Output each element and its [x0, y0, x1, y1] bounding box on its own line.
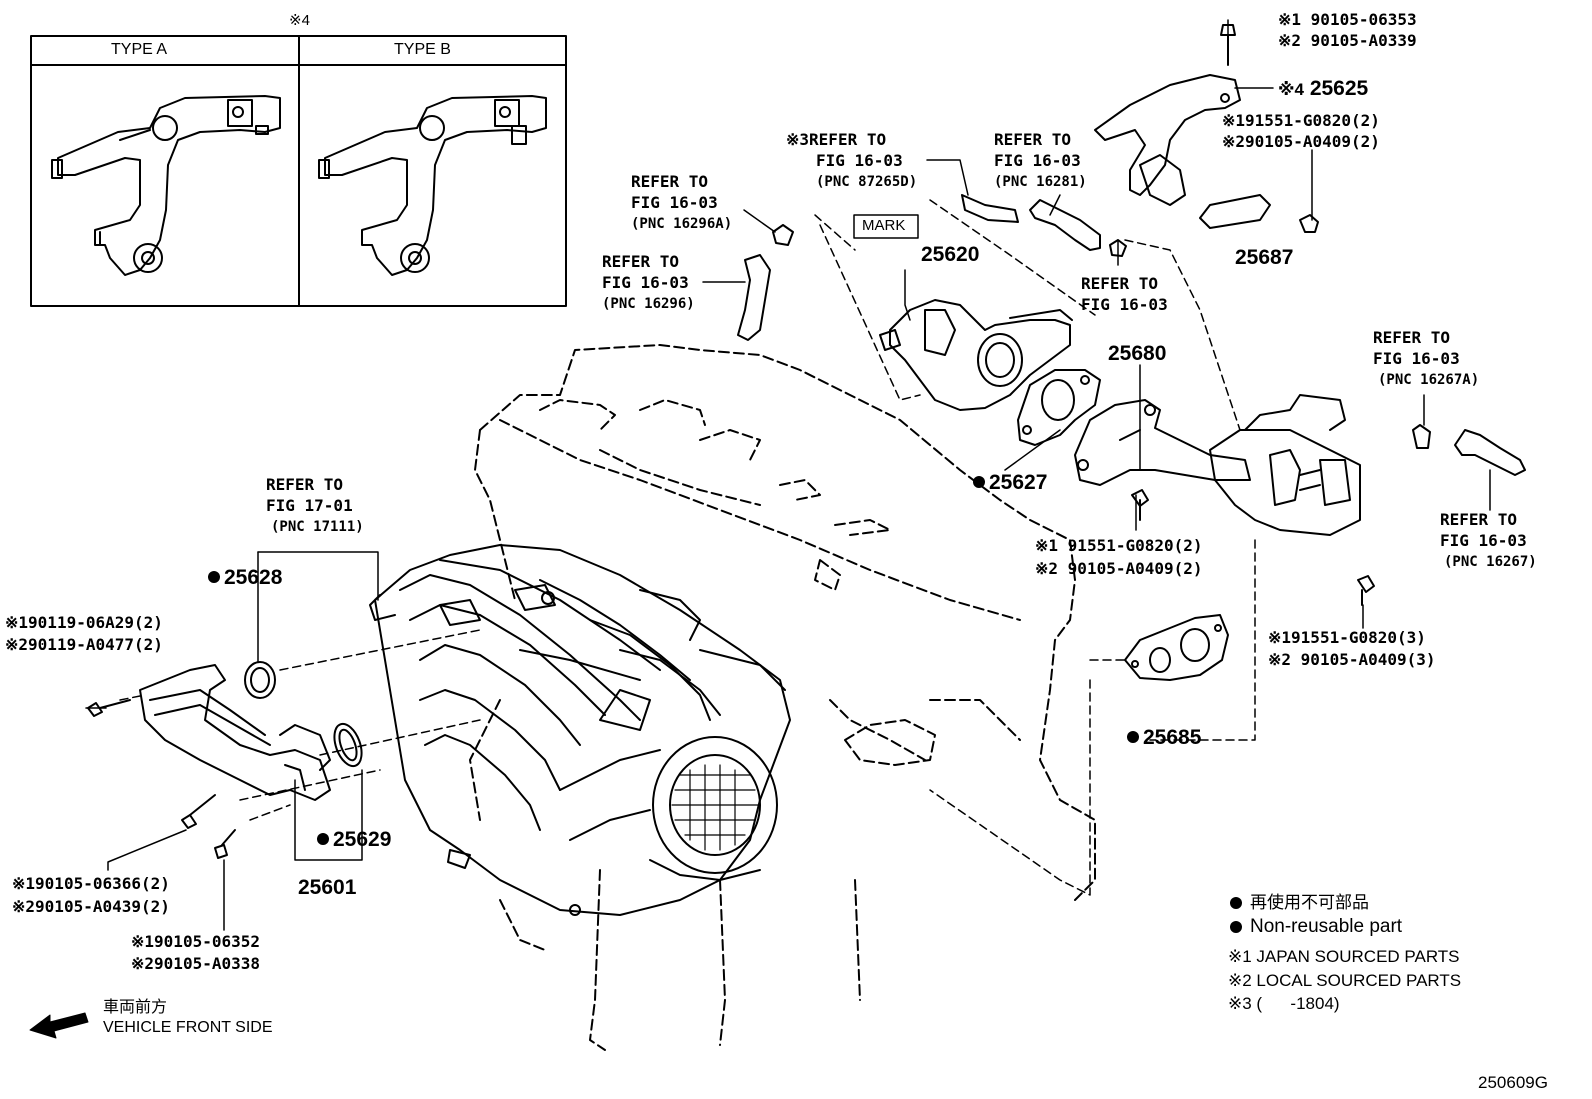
ref-16296-line3: (PNC 16296): [602, 296, 695, 312]
ref-16296a-line2: FIG 16-03: [631, 193, 718, 212]
inset-marker: ※4: [289, 12, 310, 29]
ref-mid-line1: REFER TO: [1081, 274, 1159, 293]
bolt-egr-pn1: ※191551-G0820(3): [1268, 628, 1426, 647]
ref-16267-line3: (PNC 16267): [1444, 554, 1537, 570]
legend-non-reusable-en: Non-reusable part: [1250, 916, 1403, 937]
bolt-left-top-pn2: ※290119-A0477(2): [5, 635, 163, 654]
part-25625-label: ※4 25625: [1278, 77, 1369, 100]
engine-block-outline: [469, 344, 1096, 1051]
gasket-25627-illustration: [1017, 369, 1101, 446]
ref-17111-line2: FIG 17-01: [266, 496, 353, 515]
bolt-mid-pn2: ※2 90105-A0409(2): [1035, 559, 1203, 578]
ref-16296a-line3: (PNC 16296A): [631, 216, 733, 232]
bolt-left-bottom-pn1: ※190105-06366(2): [12, 874, 170, 893]
legend-non-reusable-jp: 再使用不可部品: [1250, 893, 1369, 912]
dot-25685: [1127, 731, 1139, 743]
bolt-egr-pn2: ※2 90105-A0409(3): [1268, 650, 1436, 669]
front-label-jp: 車両前方: [103, 999, 168, 1016]
dashed-assembly-lines: [119, 199, 1256, 896]
dot-25627: [973, 476, 985, 488]
ref-16267-line1: REFER TO: [1440, 510, 1518, 529]
bolt-top-right-pn2: ※2 90105-A0339: [1278, 31, 1417, 50]
hose-16296-illustration: [737, 254, 771, 341]
bolt-mid-pn1: ※1 91551-G0820(2): [1035, 536, 1203, 555]
dot-25628: [208, 571, 220, 583]
egr-bracket-25625-illustration: [1094, 74, 1241, 206]
gasket-25685-illustration: [1124, 614, 1229, 681]
inset-frame: [30, 35, 567, 307]
bolt-left-top-illustration: [87, 699, 131, 717]
bolt-left-mid-illustration: [181, 794, 216, 829]
intake-manifold-illustration: [369, 544, 791, 916]
ref-16267-line2: FIG 16-03: [1440, 531, 1527, 550]
ref-16267a-line1: REFER TO: [1373, 328, 1451, 347]
part-25628-label: 25628: [224, 566, 283, 589]
bolt-illustrations: [1131, 24, 1375, 606]
vacuum-switching-valve-bracket: [139, 664, 331, 801]
front-arrow-icon: [29, 1012, 89, 1039]
dot-legend-en: [1230, 921, 1242, 933]
bolt-bottom-pn2: ※290105-A0338: [131, 954, 260, 973]
ref-87265d-line3: (PNC 87265D): [816, 174, 918, 190]
part-25629-label: 25629: [333, 828, 392, 851]
ref-87265d-line1: ※3REFER TO: [786, 130, 887, 149]
plate-25687-illustration: [1199, 194, 1271, 229]
bolt-left-bottom-illustration: [214, 829, 236, 859]
ref-16281-line3: (PNC 16281): [994, 174, 1087, 190]
ref-87265d-line2: FIG 16-03: [816, 151, 903, 170]
dot-legend-jp: [1230, 897, 1242, 909]
ref-17111-line3: (PNC 17111): [271, 519, 364, 535]
egr-valve-illustration: [1209, 394, 1361, 536]
part-25627-label: 25627: [989, 471, 1048, 494]
front-label-en: VEHICLE FRONT SIDE: [103, 1019, 273, 1036]
ref-17111-line1: REFER TO: [266, 475, 344, 494]
clamp-illustrations: [772, 194, 1431, 449]
ref-16267a-line2: FIG 16-03: [1373, 349, 1460, 368]
non-reusable-dots: [208, 476, 1242, 933]
figure-id: 250609G: [1478, 1073, 1548, 1092]
ref-16267a-line3: (PNC 16267A): [1378, 372, 1480, 388]
type-b-label: TYPE B: [394, 41, 451, 58]
bracket-type-a-illustration: [51, 95, 281, 276]
mark-label: MARK: [862, 217, 906, 234]
bolt-bracket-pn2: ※290105-A0409(2): [1222, 132, 1380, 151]
egr-pipe-25680-illustration: [1074, 399, 1251, 486]
egr-cooler-25620-illustration: [879, 299, 1073, 411]
part-25687-label: 25687: [1235, 246, 1294, 269]
ref-mid-line2: FIG 16-03: [1081, 295, 1168, 314]
gasket-25628-illustration: [244, 661, 276, 699]
bolt-bottom-pn1: ※190105-06352: [131, 932, 260, 951]
part-25685-label: 25685: [1143, 726, 1202, 749]
part-25601-label: 25601: [298, 876, 357, 899]
hose-16281-illustration: [1029, 199, 1101, 251]
type-a-label: TYPE A: [111, 41, 168, 58]
legend-note-3: ※3 ( -1804): [1228, 994, 1340, 1013]
ref-16281-line2: FIG 16-03: [994, 151, 1081, 170]
gasket-25629-illustration: [333, 722, 363, 768]
part-25620-label: 25620: [921, 243, 980, 266]
ref-16296-line1: REFER TO: [602, 252, 680, 271]
ref-16281-line1: REFER TO: [994, 130, 1072, 149]
ref-16296-line2: FIG 16-03: [602, 273, 689, 292]
bolt-left-bottom-pn2: ※290105-A0439(2): [12, 897, 170, 916]
legend-note-2: ※2 LOCAL SOURCED PARTS: [1228, 971, 1462, 990]
bolt-top-right-pn1: ※1 90105-06353: [1278, 10, 1417, 29]
hose-16267-illustration: [1454, 429, 1526, 476]
leader-lines: [85, 19, 1491, 931]
dot-25629: [317, 833, 329, 845]
bolt-left-top-pn1: ※190119-06A29(2): [5, 613, 163, 632]
ref-16296a-line1: REFER TO: [631, 172, 709, 191]
part-25680-label: 25680: [1108, 342, 1167, 365]
legend-note-1: ※1 JAPAN SOURCED PARTS: [1228, 947, 1460, 966]
mark-box: [853, 214, 919, 239]
bolt-bracket-pn1: ※191551-G0820(2): [1222, 111, 1380, 130]
bracket-type-b-illustration: [318, 95, 547, 276]
